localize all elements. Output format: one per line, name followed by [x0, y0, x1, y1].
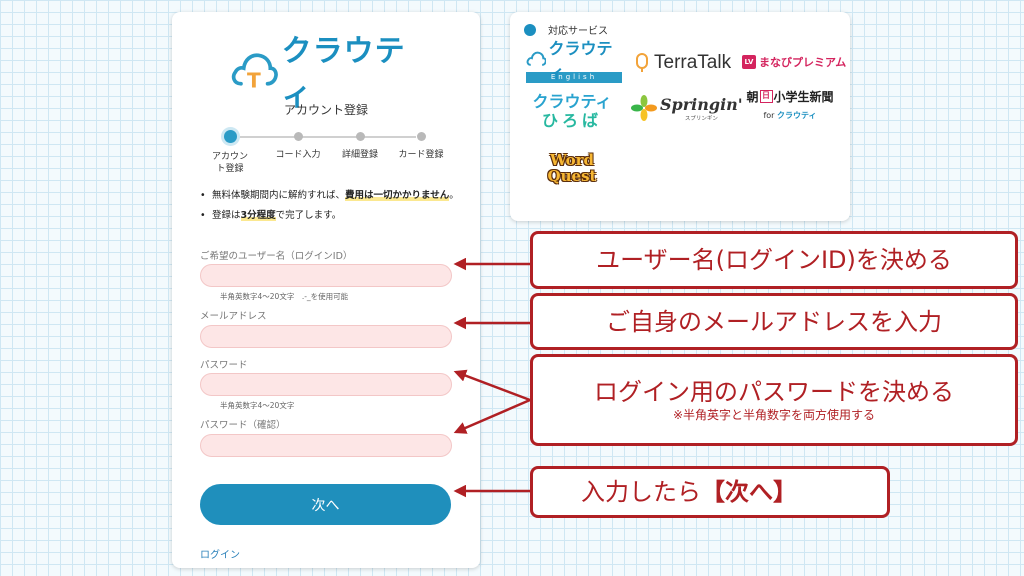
stepper-line: [230, 136, 416, 138]
asahi-sub: for クラウティ: [742, 110, 838, 121]
supported-services-card: 対応サービス クラウティ English TerraTalk LV まなびプレミ…: [510, 12, 850, 221]
note-highlight: 3分程度: [240, 210, 276, 221]
callout-email: ご自身のメールアドレスを入力: [530, 293, 1018, 350]
cloud-logo-icon: [526, 51, 547, 66]
callout-username-text: ユーザー名(ログインID)を決める: [596, 246, 952, 274]
logo-letter: T: [247, 68, 261, 92]
lv-badge-icon: LV: [742, 55, 756, 69]
springin-name: Springin': [660, 94, 743, 114]
note-highlight: 費用は一切かかりません: [345, 190, 450, 201]
heading-bullet-icon: [524, 23, 536, 36]
asahi-pre: 朝: [746, 90, 759, 104]
service-word-quest: Word Quest: [540, 152, 604, 184]
step-label: コード入力: [275, 150, 321, 160]
email-input[interactable]: [200, 325, 452, 348]
hiroba-line2: ひろば: [541, 111, 602, 130]
springin-wordmark: Springin' スプリンギン: [660, 95, 743, 122]
step-card-registration: カード登録: [389, 124, 453, 161]
callout-next-bold: 【次へ】: [701, 478, 797, 506]
manabi-name: まなびプレミアム: [759, 56, 847, 69]
service-asahi-shogakusei: 朝 日 小学生新聞 for クラウティ: [742, 88, 838, 121]
password-label: パスワード: [200, 360, 248, 371]
cloud-logo-icon: T: [231, 53, 278, 92]
crowty-english-brand: クラウティ: [526, 39, 622, 82]
flower-icon: [631, 95, 657, 121]
password-input[interactable]: [200, 373, 452, 396]
step-label: 詳細登録: [341, 150, 378, 160]
service-manabi-premium: LV まなびプレミアム: [742, 54, 846, 70]
note-text: で完了します。: [275, 210, 342, 221]
step-account-registration: アカウント登録: [198, 124, 262, 175]
page-title: アカウント登録: [283, 103, 368, 117]
step-label: カード登録: [398, 150, 444, 160]
step-code-input: コード入力: [266, 124, 330, 161]
services-heading: 対応サービス: [524, 22, 608, 37]
asahi-title: 朝 日 小学生新聞: [742, 88, 838, 105]
step-dot: [293, 132, 303, 141]
service-springin: Springin' スプリンギン: [630, 94, 743, 122]
asahi-post: 小学生新聞: [773, 90, 834, 104]
crowty-english-sub: English: [526, 72, 622, 83]
callout-next-text: 入力したら【次へ】: [581, 477, 887, 507]
asahi-brand: クラウティ: [777, 111, 817, 120]
service-terratalk: TerraTalk: [632, 52, 731, 74]
terratalk-name: TerraTalk: [654, 52, 732, 73]
note-duration: 登録は3分程度で完了します。: [200, 208, 460, 223]
note-text: 登録は: [212, 210, 241, 221]
password-confirm-label: パスワード（確認）: [200, 420, 286, 431]
step-label: アカウント登録: [211, 152, 248, 174]
step-details: 詳細登録: [328, 124, 392, 161]
email-label: メールアドレス: [200, 311, 267, 322]
microphone-icon: [636, 53, 648, 72]
callout-password-text: ログイン用のパスワードを決める: [594, 378, 954, 406]
next-button[interactable]: 次へ: [200, 484, 451, 525]
asahi-for: for: [763, 111, 775, 120]
callout-email-text: ご自身のメールアドレスを入力: [606, 307, 942, 336]
note-text: 。: [449, 190, 459, 201]
username-hint: 半角英数字4～20文字 .-_を使用可能: [220, 292, 349, 301]
step-dot: [355, 132, 365, 141]
username-label: ご希望のユーザー名（ログインID）: [200, 251, 353, 262]
asahi-box-icon: 日: [759, 90, 773, 103]
callout-password: ログイン用のパスワードを決める ※半角英字と半角数字を両方使用する: [530, 354, 1018, 446]
hiroba-line1: クラウティ: [532, 92, 612, 111]
callout-next: 入力したら【次へ】: [530, 466, 890, 518]
springin-kana: スプリンギン: [684, 115, 718, 122]
wordquest-line1: Word: [549, 151, 595, 169]
login-link[interactable]: ログイン: [200, 550, 240, 561]
note-text: 無料体験期間内に解約すれば、: [212, 190, 346, 201]
username-input[interactable]: [200, 264, 452, 287]
service-crowty-hiroba: クラウティ ひろば: [532, 92, 612, 130]
wordquest-line2: Quest: [547, 167, 597, 185]
info-notes: 無料体験期間内に解約すれば、費用は一切かかりません。 登録は3分程度で完了します…: [200, 188, 460, 228]
step-dot: [416, 132, 426, 141]
progress-stepper: アカウント登録 コード入力 詳細登録 カード登録: [200, 124, 460, 180]
password-confirm-input[interactable]: [200, 434, 452, 457]
callout-next-pre: 入力したら: [581, 478, 701, 506]
note-free-trial: 無料体験期間内に解約すれば、費用は一切かかりません。: [200, 188, 460, 203]
crowty-logo: T クラウティ: [230, 34, 422, 113]
callout-password-note: ※半角英字と半角数字を両方使用する: [672, 408, 876, 422]
services-heading-text: 対応サービス: [548, 26, 608, 37]
step-dot-active: [223, 130, 237, 143]
logo-text: クラウティ: [281, 34, 406, 113]
signup-panel: T クラウティ アカウント登録 アカウント登録 コード入力 詳細登録 カード登録…: [172, 12, 480, 568]
callout-username: ユーザー名(ログインID)を決める: [530, 231, 1018, 289]
service-crowty-english: クラウティ English: [526, 39, 622, 86]
password-hint: 半角英数字4～20文字: [220, 401, 295, 410]
